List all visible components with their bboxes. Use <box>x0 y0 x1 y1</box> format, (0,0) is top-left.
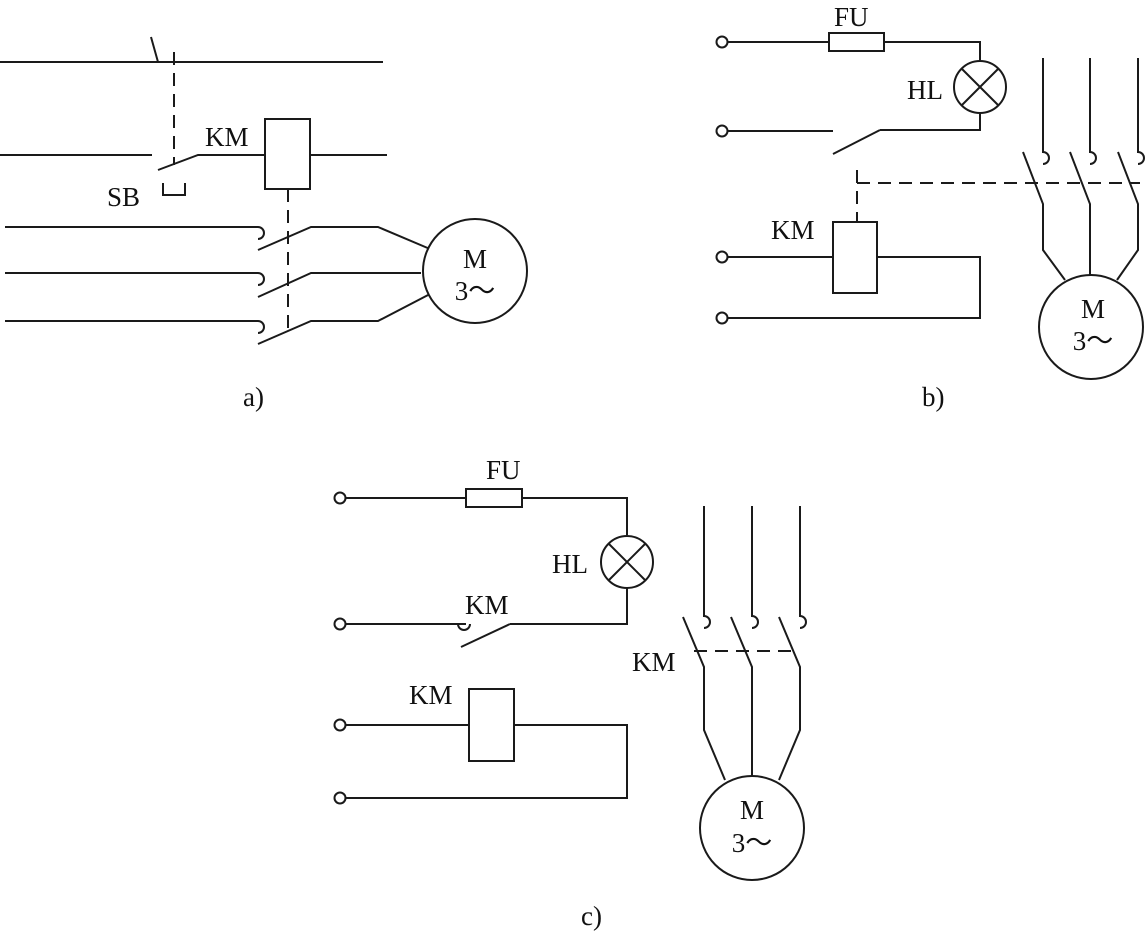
caption-a: a) <box>243 382 264 412</box>
main-contacts-a <box>5 226 431 345</box>
pushbutton-sb <box>0 154 265 196</box>
motor-a-name: M <box>463 244 487 274</box>
label-hl-c: HL <box>552 549 588 579</box>
terminals-c <box>333 491 347 805</box>
motor-c-phase: 3～ <box>732 828 773 858</box>
terminals-b <box>715 35 729 325</box>
label-km-b: KM <box>771 215 815 245</box>
coil-km-a <box>264 118 311 190</box>
motor-c-name: M <box>740 795 764 825</box>
wire-b-top <box>728 41 981 60</box>
nc-contact-b <box>832 129 881 155</box>
wire-c-coil <box>346 724 628 799</box>
label-km-aux-c: KM <box>465 590 509 620</box>
label-km-a: KM <box>205 122 249 152</box>
coil-km-b <box>832 221 878 294</box>
coil-km-c <box>468 688 515 762</box>
wire-c-lamp-down <box>510 588 628 625</box>
fuse-fu-b <box>828 32 885 52</box>
mechanical-link-b <box>856 170 1140 222</box>
label-sb: SB <box>107 182 140 212</box>
label-km-coil-c: KM <box>409 680 453 710</box>
wire-b-lamp-down <box>880 113 981 131</box>
label-fu-c: FU <box>486 455 521 485</box>
motor-b: M 3～ <box>1038 274 1144 380</box>
label-km-main-c: KM <box>632 647 676 677</box>
aux-contact-km-c <box>346 623 511 648</box>
panel-c: FU HL KM KM KM M 3～ <box>333 455 807 931</box>
motor-a-phase: 3～ <box>455 276 496 306</box>
lamp-hl-b <box>953 60 1007 114</box>
motor-a: M 3～ <box>422 218 528 324</box>
nc-contact-a <box>0 36 383 63</box>
caption-b: b) <box>922 382 945 412</box>
motor-c: M 3～ <box>699 775 805 881</box>
label-fu-b: FU <box>834 2 869 32</box>
label-hl-b: HL <box>907 75 943 105</box>
wire-c-top <box>346 497 628 535</box>
fuse-fu-c <box>465 488 523 508</box>
panel-a: KM SB M 3～ a) <box>0 36 528 412</box>
main-contacts-b <box>1022 58 1145 281</box>
motor-b-name: M <box>1081 294 1105 324</box>
motor-b-phase: 3～ <box>1073 326 1114 356</box>
wire-b-coil <box>728 256 981 319</box>
lamp-hl-c <box>600 535 654 589</box>
main-contacts-c <box>682 506 807 781</box>
panel-b: FU HL KM M 3～ b) <box>728 2 1145 412</box>
caption-c: c) <box>581 901 602 931</box>
